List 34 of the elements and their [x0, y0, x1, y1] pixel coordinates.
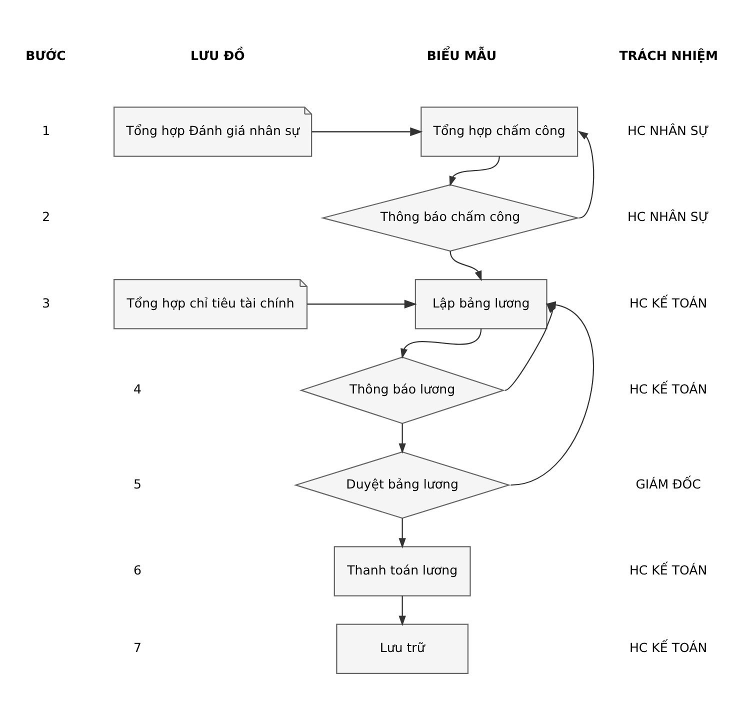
label: GIÁM ĐỐC — [636, 476, 701, 492]
label: HC KẾ TOÁN — [630, 382, 708, 397]
node-diamond: Duyệt bảng lương — [294, 451, 511, 519]
arrow — [450, 250, 482, 282]
arrow — [398, 518, 406, 548]
arrow — [400, 328, 482, 359]
arrow — [312, 127, 423, 136]
label: 1 — [42, 122, 50, 138]
label: HC KẾ TOÁN — [630, 295, 708, 310]
label: HC KẾ TOÁN — [630, 562, 708, 578]
arrow — [578, 130, 594, 218]
node-box: Thanh toán lương — [334, 546, 471, 596]
label: 7 — [133, 640, 142, 656]
label: BƯỚC — [26, 48, 66, 64]
label: HC NHÂN SỰ — [627, 209, 710, 224]
arrow — [449, 156, 500, 186]
label: 5 — [133, 476, 142, 492]
label: 3 — [42, 295, 50, 310]
node-box: Tổng hợp chấm công — [420, 106, 578, 157]
label: BIỂU MẪU — [426, 48, 497, 64]
node-box: Lập bảng lương — [414, 279, 548, 330]
label: TRÁCH NHIỆM — [619, 48, 718, 64]
arrow — [398, 423, 406, 454]
arrow — [398, 596, 406, 626]
label: HC NHÂN SỰ — [627, 122, 710, 138]
label: LƯU ĐỒ — [190, 48, 245, 64]
label: 6 — [133, 562, 142, 578]
label: 2 — [42, 209, 50, 224]
node-diamond: Thông báo chấm công — [320, 184, 580, 252]
label: 4 — [133, 382, 142, 397]
arrow — [307, 300, 417, 309]
node-diamond: Thông báo lương — [299, 356, 506, 424]
node-box: Lưu trữ — [336, 624, 469, 674]
label: HC KẾ TOÁN — [630, 640, 708, 656]
